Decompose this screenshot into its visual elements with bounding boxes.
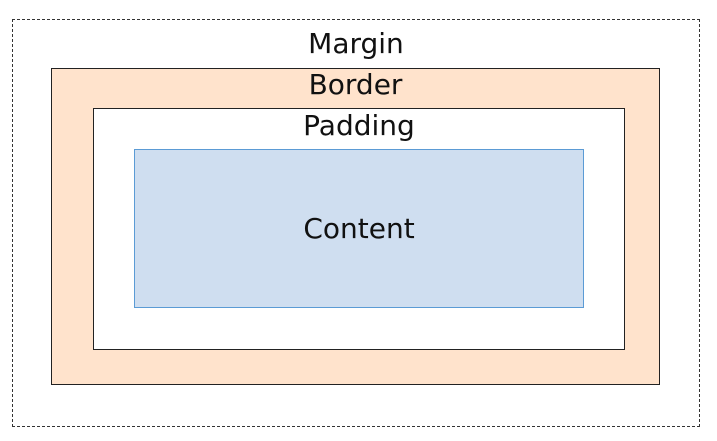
margin-label: Margin — [308, 27, 404, 60]
border-label: Border — [308, 68, 403, 101]
content-box — [134, 149, 584, 308]
content-label: Content — [303, 212, 415, 245]
padding-label: Padding — [303, 109, 415, 142]
